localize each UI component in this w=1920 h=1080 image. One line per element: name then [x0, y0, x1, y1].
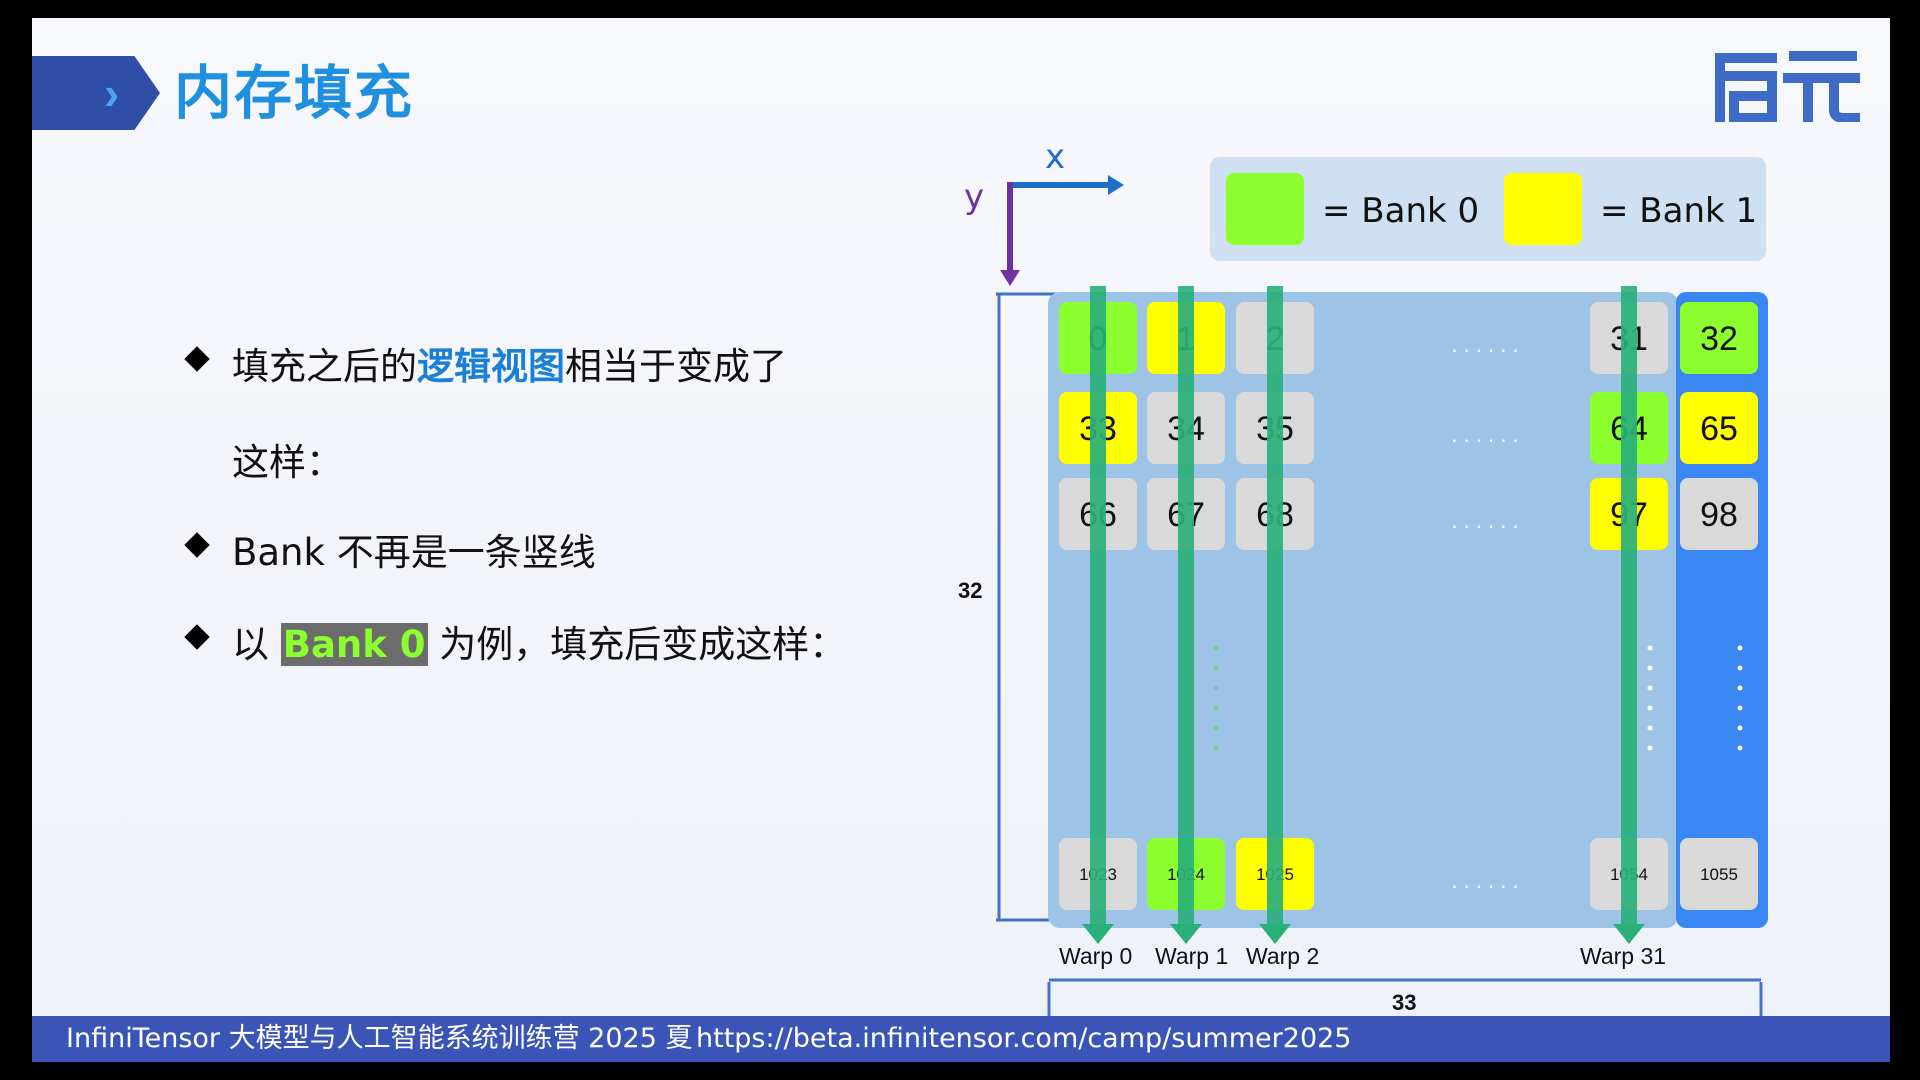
warp-label: Warp 0 [1059, 943, 1132, 969]
legend-label-bank1: = Bank 1 [1600, 191, 1757, 231]
column-ellipsis-dot [1737, 685, 1743, 691]
column-ellipsis-dot [1647, 725, 1653, 731]
warp-label: Warp 1 [1155, 943, 1228, 969]
matrix-cell-value: 98 [1700, 496, 1738, 534]
matrix-cell-box [1680, 838, 1758, 910]
column-ellipsis-dot [1213, 745, 1219, 751]
column-ellipsis-dot [1647, 685, 1653, 691]
y-axis-label: y [964, 177, 984, 217]
column-ellipsis-dot [1647, 645, 1653, 651]
matrix-cell: 65 [1680, 392, 1758, 464]
row-ellipsis: . . . . . . [1451, 868, 1518, 893]
cols-dimension: 33 [1047, 978, 1763, 1016]
warp-arrow-head [1613, 924, 1645, 944]
warp-label: Warp 31 [1580, 943, 1666, 969]
matrix-cell-box [1680, 478, 1758, 550]
matrix-cell: 32 [1680, 302, 1758, 374]
column-ellipsis-dot [1213, 725, 1219, 731]
matrix-cell-value: 1055 [1700, 865, 1738, 884]
column-ellipsis-dot [1737, 725, 1743, 731]
x-axis-label: x [1045, 137, 1065, 177]
column-ellipsis-dot [1213, 645, 1219, 651]
bullet-1-post: 相当于变成了 [565, 345, 787, 388]
chevron-right-icon: › [104, 67, 120, 119]
bullet-3-post: 为例，填充后变成这样： [427, 623, 847, 666]
matrix-cell-value: 65 [1700, 410, 1738, 448]
warp-arrow-head [1170, 924, 1202, 944]
bullet-3: 以 Bank 0 为例，填充后变成这样： [184, 614, 846, 668]
warp-arrow-head [1259, 924, 1291, 944]
column-ellipsis-dot [1213, 705, 1219, 711]
column-ellipsis-dot [1737, 745, 1743, 751]
rows-dimension-label: 32 [958, 578, 982, 603]
warp-arrows [1082, 286, 1645, 944]
footer-bar: InfiniTensor 大模型与人工智能系统训练营 2025 夏 https:… [32, 1016, 1890, 1062]
rows-dimension: 32 [958, 292, 1062, 922]
column-ellipsis-dot [1647, 705, 1653, 711]
column-ellipsis-dot [1737, 665, 1743, 671]
column-ellipsis-dot [1737, 705, 1743, 711]
legend-swatch-bank1 [1504, 173, 1582, 245]
matrix-cells: 0123132333435646566676897981023102410251… [1059, 302, 1758, 910]
legend-box [1210, 157, 1766, 261]
row-ellipsis: . . . . . . [1451, 508, 1518, 533]
legend: = Bank 0 = Bank 1 [1210, 157, 1766, 261]
column-ellipsis-dot [1737, 645, 1743, 651]
footer-course: InfiniTensor 大模型与人工智能系统训练营 2025 夏 [66, 1023, 693, 1054]
column-ellipsis-dot [1647, 745, 1653, 751]
padding-column [1676, 292, 1768, 928]
matrix-cell: 1055 [1680, 838, 1758, 910]
bullet-1-highlight: 逻辑视图 [417, 345, 565, 388]
matrix-cell: 98 [1680, 478, 1758, 550]
matrix-cell-box [1680, 392, 1758, 464]
row-ellipsis: . . . . . . [1451, 422, 1518, 447]
matrix-ellipses: . . . . . . . . . . . . . . . . . . . . . .… [1213, 332, 1743, 893]
slide: › 内存填充 填充之后的逻辑视图相当于变成了 这样： Bank 不再是一条竖线 [32, 18, 1890, 1062]
footer-url[interactable]: https://beta.infinitensor.com/camp/summe… [696, 1023, 1352, 1054]
warp-label: Warp 2 [1246, 943, 1319, 969]
row-ellipsis: . . . . . . [1451, 332, 1518, 357]
warp-arrow-head [1082, 924, 1114, 944]
bullet-1-pre: 填充之后的 [232, 345, 417, 388]
warp-labels: Warp 0 Warp 1 Warp 2 Warp 31 [1059, 943, 1666, 969]
y-axis-arrowhead [1000, 270, 1020, 286]
title-banner [32, 56, 160, 130]
memory-padding-diagram: x y = Bank 0 = Bank 1 32 012313233343564… [958, 137, 1768, 1016]
brand-logo [1715, 51, 1860, 122]
bullet-1: 填充之后的逻辑视图相当于变成了 [184, 336, 787, 390]
page-title: 内存填充 [174, 59, 415, 127]
warp-arrow-shaft [1621, 286, 1637, 926]
x-axis-arrowhead [1108, 175, 1124, 195]
matrix-panel [1048, 292, 1678, 928]
axes: x y [964, 137, 1124, 286]
column-ellipsis-dot [1213, 685, 1219, 691]
bank0-chip: Bank 0 [280, 623, 428, 666]
matrix-cell-box [1680, 302, 1758, 374]
matrix-cell-value: 32 [1700, 320, 1738, 358]
column-ellipsis-dot [1213, 665, 1219, 671]
legend-swatch-bank0 [1226, 173, 1304, 245]
column-ellipsis-dot [1647, 665, 1653, 671]
bullet-3-pre: 以 [232, 623, 281, 666]
cols-dimension-label: 33 [1392, 990, 1416, 1015]
warp-arrow-shaft [1178, 286, 1194, 926]
warp-arrow-shaft [1090, 286, 1106, 926]
legend-label-bank0: = Bank 0 [1322, 191, 1479, 231]
bullet-2-text: Bank 不再是一条竖线 [232, 531, 596, 574]
bullet-2: Bank 不再是一条竖线 [184, 522, 596, 576]
warp-arrow-shaft [1267, 286, 1283, 926]
bullet-1-continuation: 这样： [232, 441, 343, 484]
